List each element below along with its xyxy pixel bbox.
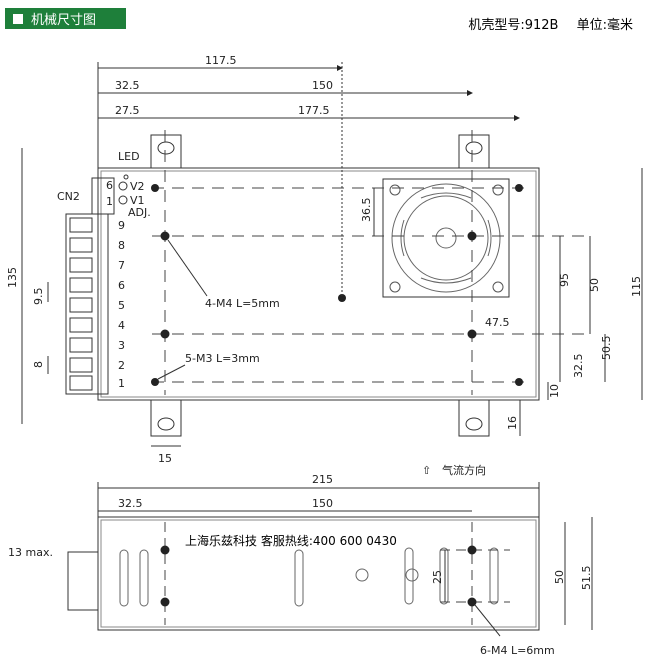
airflow-label: 气流方向	[442, 463, 486, 477]
mount-tab	[458, 399, 490, 437]
m4-hole	[160, 231, 170, 241]
square-icon	[13, 13, 23, 24]
cn2-pin1: 1	[106, 195, 113, 208]
dim-50-5: 50.5	[600, 336, 613, 361]
dim-32-5-right: 32.5	[572, 354, 585, 379]
terminal-number: 5	[118, 299, 125, 312]
m3-hole	[151, 378, 159, 386]
side-dim-51-5: 51.5	[580, 566, 593, 591]
fan-grille	[382, 178, 510, 298]
side-dim-150: 150	[312, 497, 333, 510]
dim-50: 50	[588, 278, 601, 292]
top-view	[65, 130, 585, 437]
chassis-outline	[97, 167, 540, 401]
adjust-area	[91, 174, 129, 215]
m3-hole	[515, 184, 523, 192]
terminal-number: 9	[118, 219, 125, 232]
terminal-number: 4	[118, 319, 125, 332]
dim-lines-right	[373, 168, 643, 436]
dim-215: 215	[312, 473, 333, 486]
side-dim-25: 25	[431, 570, 444, 584]
dim-117-5: 117.5	[205, 54, 237, 67]
terminal-number: 8	[118, 239, 125, 252]
dim-47-5: 47.5	[485, 316, 510, 329]
cn2-label: CN2	[57, 190, 80, 203]
leaders	[157, 239, 208, 380]
dim-36-5: 36.5	[360, 198, 373, 223]
side-dim-lines	[68, 482, 593, 637]
hotline-watermark: 上海乐兹科技 客服热线:400 600 0430	[185, 532, 397, 549]
dim-lines-top	[97, 62, 520, 298]
terminal-number: 3	[118, 339, 125, 352]
m4-hole	[467, 545, 477, 555]
connector-protrusion	[67, 551, 99, 611]
terminal-screws	[69, 217, 93, 391]
dim-135: 135	[6, 267, 19, 288]
top-view-holes	[151, 184, 523, 386]
terminal-labels: 9 8 7 6 5 4 3 2 1	[118, 219, 125, 390]
section-title: 机械尺寸图	[31, 13, 97, 28]
m3-hole	[338, 294, 346, 302]
terminal-number: 7	[118, 259, 125, 272]
side-dim-50: 50	[553, 570, 566, 584]
dim-10: 10	[548, 384, 561, 398]
up-arrow-icon: ⇧	[422, 464, 431, 477]
terminal-number: 1	[118, 377, 125, 390]
terminal-number: 2	[118, 359, 125, 372]
unit-label: 单位:毫米	[576, 18, 633, 33]
led-label: LED	[118, 150, 140, 163]
m3-note: 5-M3 L=3mm	[185, 352, 260, 365]
dim-32-5: 32.5	[115, 79, 140, 92]
dim-150: 150	[312, 79, 333, 92]
dim-13-max: 13 max.	[8, 546, 53, 559]
dim-177-5: 177.5	[298, 104, 330, 117]
adj-label: ADJ.	[128, 206, 151, 219]
mount-tab	[150, 399, 182, 437]
v2-label: V2	[130, 180, 145, 193]
dim-16: 16	[506, 416, 519, 430]
side-holes	[160, 545, 477, 607]
m4-hole	[467, 329, 477, 339]
m4-hole	[160, 545, 170, 555]
m4-hole	[160, 329, 170, 339]
m3-hole	[151, 184, 159, 192]
section-title-bar: 机械尺寸图	[5, 8, 126, 29]
side-m4-note: 6-M4 L=6mm	[480, 644, 555, 657]
dim-8: 8	[32, 361, 45, 368]
dim-27-5: 27.5	[115, 104, 140, 117]
side-dim-32-5: 32.5	[118, 497, 143, 510]
m3-hole	[515, 378, 523, 386]
side-view	[67, 516, 540, 631]
v1-label: V1	[130, 194, 145, 207]
m4-hole	[467, 597, 477, 607]
cn2-pin6: 6	[106, 179, 113, 192]
dim-95: 95	[558, 273, 571, 287]
m4-note: 4-M4 L=5mm	[205, 297, 280, 310]
m4-hole	[160, 597, 170, 607]
terminal-number: 6	[118, 279, 125, 292]
chassis-inner	[100, 170, 537, 398]
mount-tab	[150, 134, 182, 169]
header-info: 机壳型号:912B 单位:毫米	[464, 14, 633, 33]
terminal-block	[65, 213, 109, 395]
dim-15: 15	[158, 452, 172, 465]
dim-9-5: 9.5	[32, 288, 45, 306]
dim-115: 115	[630, 276, 643, 297]
mount-tab	[458, 134, 490, 169]
case-model-label: 机壳型号:912B	[468, 18, 559, 33]
m4-hole	[467, 231, 477, 241]
